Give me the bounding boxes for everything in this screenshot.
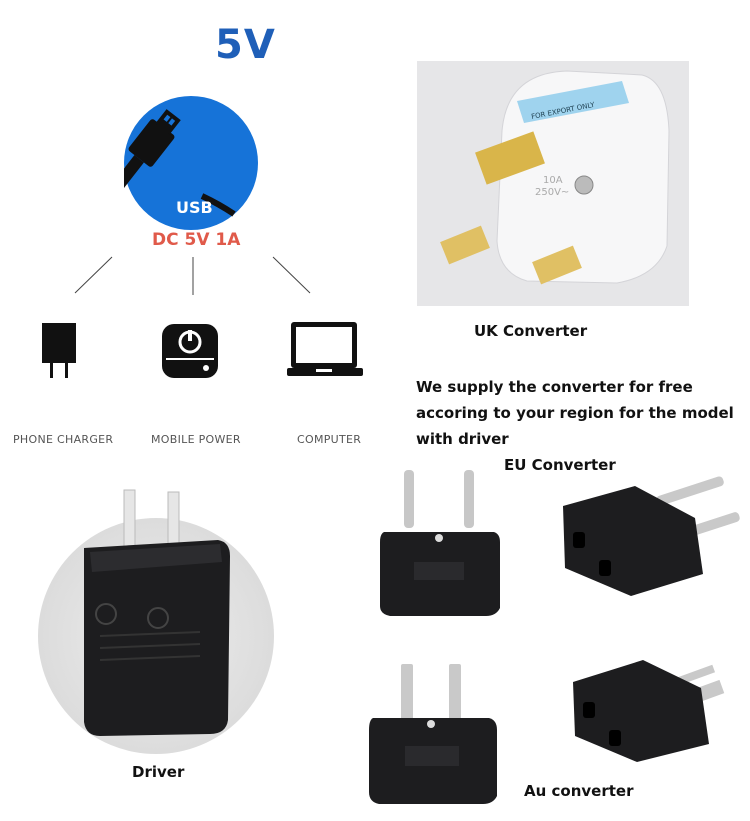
usb-cable-icon (124, 109, 236, 217)
dc-rating: DC 5V 1A (152, 230, 241, 250)
uk-rating-volts: 250V~ (535, 187, 569, 198)
eu-converter-angled-image (563, 476, 740, 596)
driver-caption: Driver (132, 763, 185, 781)
uk-rating-amps: 10A (543, 175, 563, 186)
device-label-phone-charger: PHONE CHARGER (13, 433, 114, 446)
connector-lines (74, 256, 311, 295)
device-label-mobile-power: MOBILE POWER (151, 433, 241, 446)
eu-converter-caption: EU Converter (504, 456, 616, 474)
uk-plug-adapter-image: FOR EXPORT ONLY 10A 250V~ (417, 61, 689, 306)
au-converter-caption: Au converter (524, 782, 634, 800)
laptop-icon (287, 322, 363, 376)
au-converter-front-image (369, 664, 497, 804)
eu-converter-front-image (380, 470, 500, 616)
converter-note: We supply the converter for free accorin… (416, 378, 734, 448)
au-converter-angled-image (573, 660, 725, 762)
uk-converter-photo: FOR EXPORT ONLY 10A 250V~ (417, 61, 689, 306)
uk-converter-caption: UK Converter (474, 322, 588, 340)
voltage-title: 5V (215, 22, 276, 68)
power-bank-icon (162, 324, 218, 378)
usb-label: USB (176, 198, 213, 217)
phone-charger-icon (42, 323, 76, 378)
device-label-computer: COMPUTER (297, 433, 362, 446)
usb-driver-charger-image (84, 489, 230, 736)
